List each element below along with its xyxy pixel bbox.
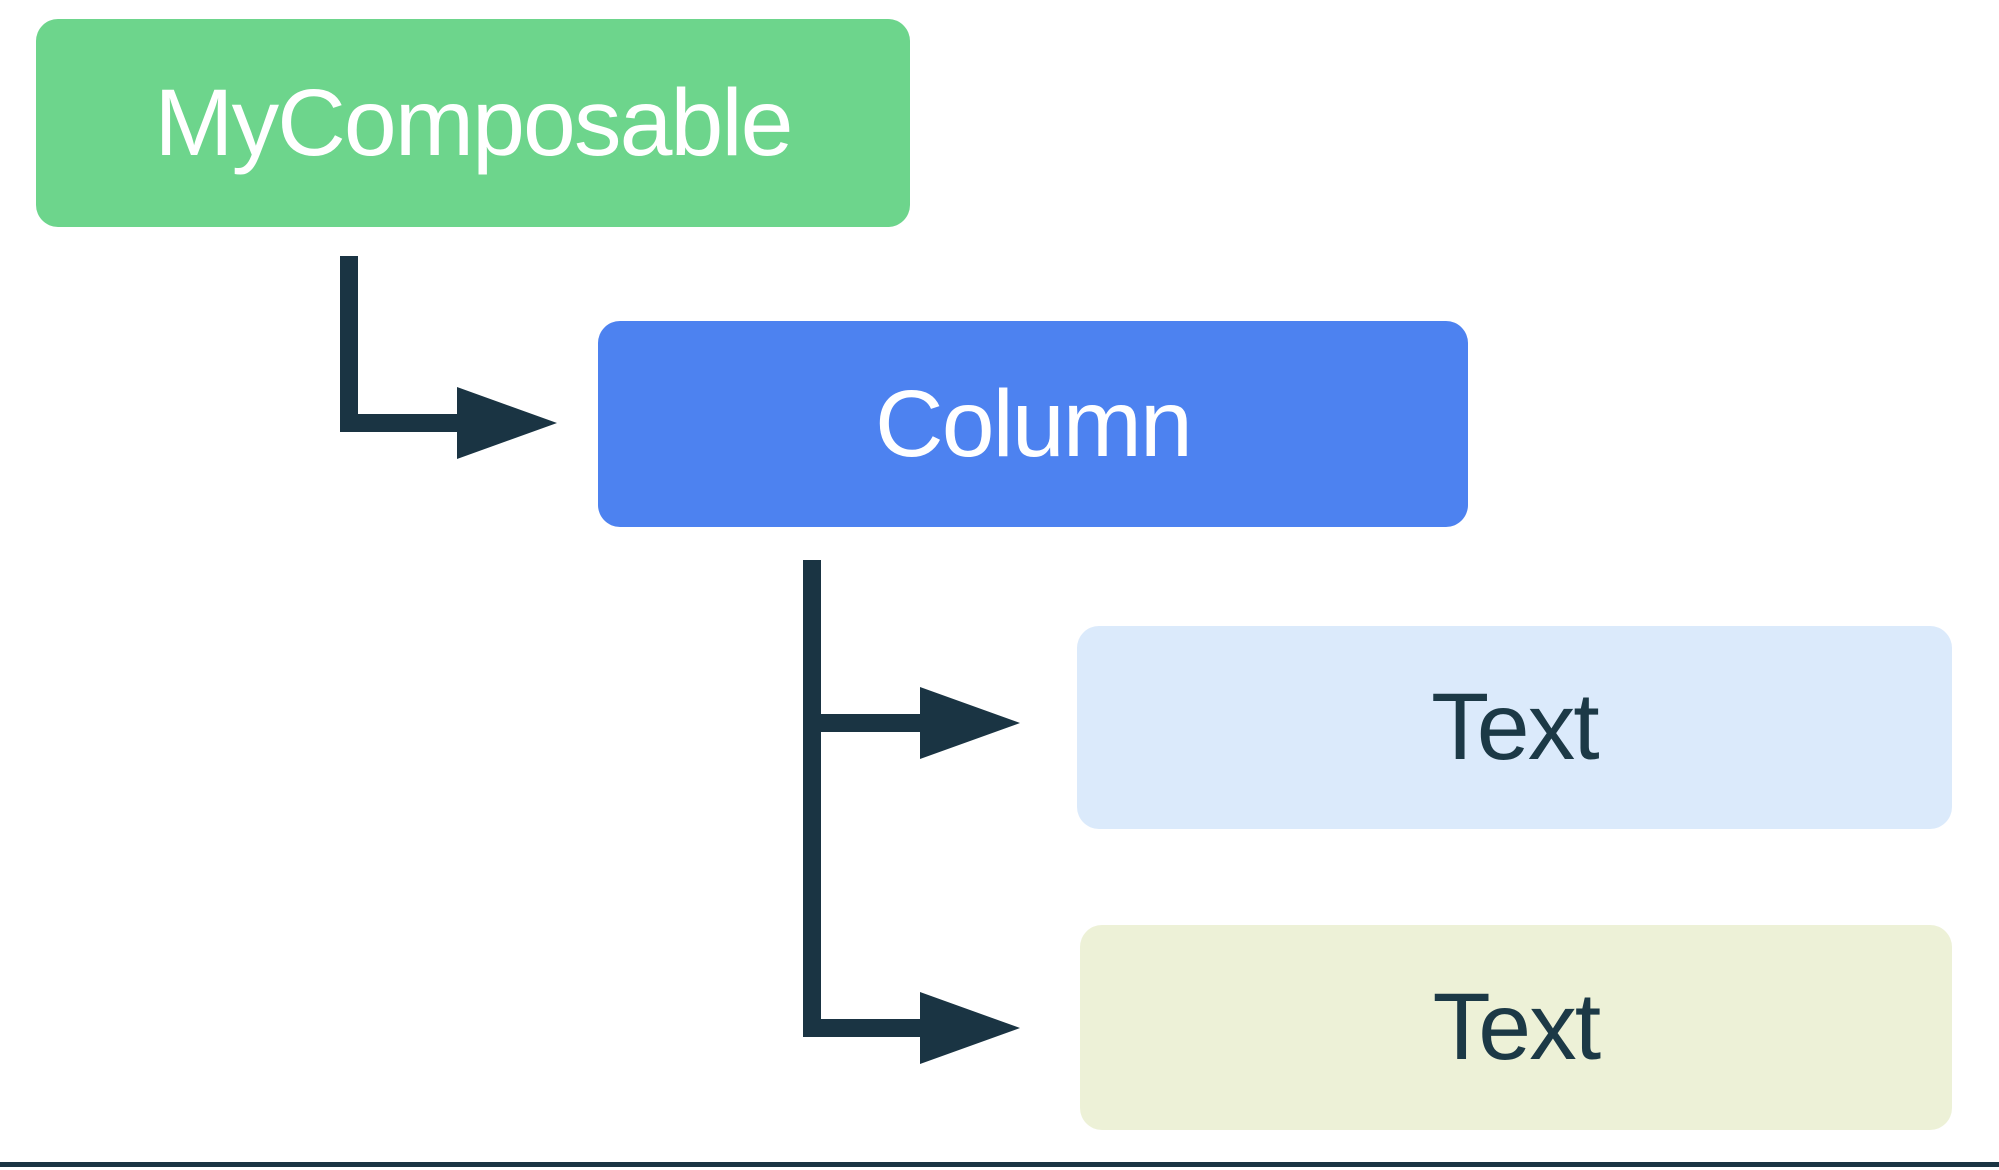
node-mycomposable: MyComposable <box>36 19 910 227</box>
node-text-1: Text <box>1077 626 1952 829</box>
node-column: Column <box>598 321 1468 527</box>
connector-column-trunk-vertical-line <box>803 560 821 1037</box>
connector-mycomposable-column-horizontal-line <box>340 414 460 432</box>
bottom-border-rule <box>0 1162 1999 1167</box>
arrowhead-right-icon <box>920 687 1020 759</box>
node-mycomposable-label: MyComposable <box>154 69 793 176</box>
node-text-2: Text <box>1080 925 1952 1130</box>
arrowhead-right-icon <box>457 387 557 459</box>
connector-column-text2-horizontal-line <box>803 1019 923 1037</box>
node-text-1-label: Text <box>1431 674 1600 780</box>
connector-mycomposable-column-vertical-line <box>340 256 358 432</box>
arrowhead-right-icon <box>920 992 1020 1064</box>
node-text-2-label: Text <box>1432 974 1602 1080</box>
connector-column-text1-horizontal-line <box>803 714 923 732</box>
node-column-label: Column <box>875 370 1193 477</box>
